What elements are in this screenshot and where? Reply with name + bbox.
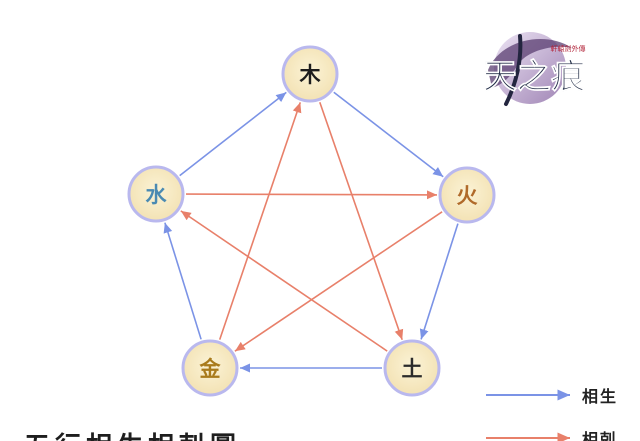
node-earth-circle — [383, 339, 441, 397]
logo-brush-stroke — [504, 34, 523, 106]
node-wood-circle — [281, 45, 339, 103]
logo-subtitle: 軒轅劍外傳 — [551, 44, 586, 53]
node-metal-label: 金 — [199, 356, 222, 381]
legend-overcome-label: 相剋 — [582, 430, 619, 441]
generate-arrow-metal-to-water — [163, 222, 202, 340]
node-metal: 金 — [181, 339, 239, 397]
legend-generate-label: 相生 — [582, 387, 619, 406]
overcome-arrow-wood-to-earth — [319, 102, 404, 340]
node-wood-label: 木 — [299, 62, 322, 87]
logo-swirl-shape — [488, 39, 572, 88]
generate-arrow-wood-to-fire — [333, 91, 444, 178]
node-water-circle — [127, 165, 185, 223]
overcome-arrow-water-to-fire — [185, 190, 438, 200]
node-fire-circle — [438, 166, 496, 224]
generate-arrow-water-to-wood — [179, 91, 287, 177]
node-earth-label: 土 — [402, 356, 423, 381]
node-water-label: 水 — [146, 182, 168, 207]
overcome-arrow-earth-to-water — [180, 210, 388, 352]
overcome-arrow-metal-to-wood — [218, 102, 302, 340]
node-wood: 木 — [281, 45, 339, 103]
node-earth: 土 — [383, 339, 441, 397]
node-fire-label: 火 — [457, 183, 478, 208]
node-water: 水 — [127, 165, 185, 223]
overcome-arrow-fire-to-metal — [234, 211, 443, 352]
game-logo: 天之痕 軒轅劍外傳 — [483, 32, 586, 106]
node-metal-circle — [181, 339, 239, 397]
logo-title: 天之痕 — [483, 57, 586, 97]
page-title: 五行相生相剋圖 — [24, 426, 241, 441]
node-fire: 火 — [438, 166, 496, 224]
generate-arrow-fire-to-earth — [419, 223, 459, 340]
edges-layer — [163, 91, 459, 373]
